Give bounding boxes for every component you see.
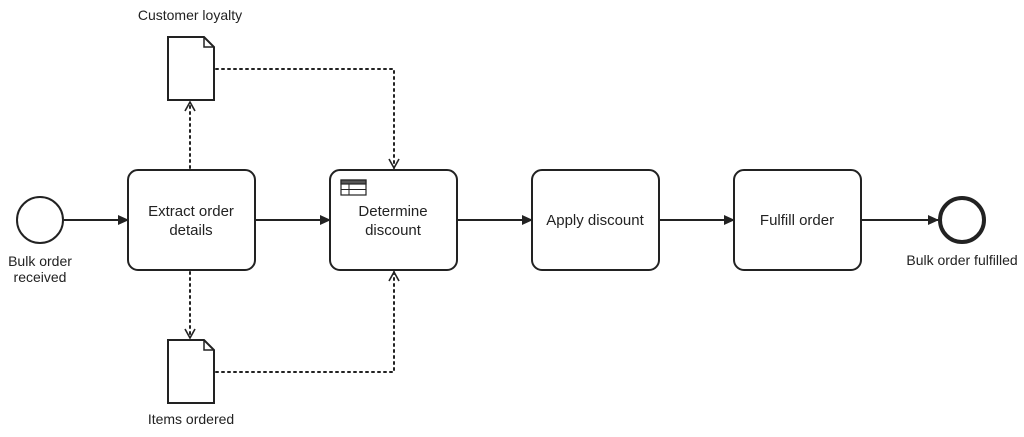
start-event[interactable] — [16, 196, 64, 244]
data-object-customer-loyalty-label: Customer loyalty — [138, 7, 242, 23]
data-object-items-ordered[interactable] — [167, 339, 215, 404]
task-fulfill-label: Fulfill order — [760, 212, 834, 229]
assoc-customer-loyalty-to-determine[interactable] — [215, 68, 400, 170]
task-extract-label-line2: details — [169, 222, 212, 239]
task-extract-order-details[interactable] — [127, 169, 256, 271]
task-determine-label-line1: Determine — [358, 203, 427, 220]
table-icon — [340, 179, 367, 196]
assoc-items-ordered-to-determine[interactable] — [215, 270, 400, 373]
data-object-items-ordered-label: Items ordered — [148, 411, 234, 427]
end-event-label: Bulk order fulfilled — [906, 252, 1017, 268]
data-object-fold-icon — [203, 37, 214, 48]
start-event-label-line1: Bulk order — [8, 253, 72, 269]
task-apply-label: Apply discount — [546, 212, 644, 229]
task-apply-discount[interactable] — [531, 169, 660, 271]
end-event[interactable] — [938, 196, 986, 244]
task-extract-label-line1: Extract order — [148, 203, 234, 220]
task-determine-label-line2: discount — [365, 222, 422, 239]
data-object-fold-icon — [203, 340, 214, 351]
task-fulfill-order[interactable] — [733, 169, 862, 271]
start-event-label-line2: received — [14, 269, 67, 285]
data-object-customer-loyalty[interactable] — [167, 36, 215, 101]
